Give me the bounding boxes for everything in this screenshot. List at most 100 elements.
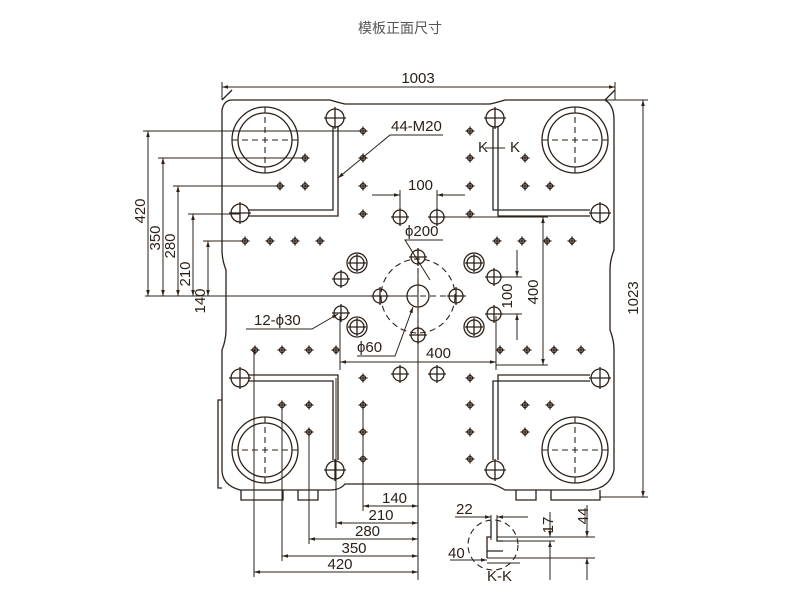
- slot-end-hole: [324, 107, 346, 129]
- label-phi60: ϕ60: [357, 339, 382, 356]
- m20-hole: [517, 236, 527, 246]
- m20-hole-cross: [465, 373, 475, 383]
- m20-hole: [465, 126, 475, 136]
- platen-outline: [221, 99, 615, 491]
- m20-hole: [290, 236, 300, 246]
- m20-hole-cross: [576, 345, 586, 355]
- m20-hole-cross: [520, 181, 530, 191]
- section-mark-k-right: K: [510, 139, 520, 156]
- locating-hole-outer: [463, 316, 485, 338]
- dim-100-vertical: 100: [499, 283, 516, 308]
- m20-hole: [465, 181, 475, 191]
- dim-400-horizontal: 400: [426, 345, 451, 362]
- m20-hole: [542, 236, 552, 246]
- m20-hole-cross: [465, 454, 475, 464]
- m20-hole-cross: [465, 400, 475, 410]
- m20-hole: [265, 236, 275, 246]
- m20-hole: [358, 209, 368, 219]
- m20-hole-cross: [331, 345, 341, 355]
- slot-end-hole: [229, 367, 251, 389]
- m20-hole-cross: [465, 153, 475, 163]
- phi30-hole: [391, 365, 409, 383]
- phi30-hole-cross: [391, 365, 409, 383]
- locating-hole-outer: [463, 252, 485, 274]
- m20-hole: [465, 454, 475, 464]
- m20-hole-cross: [492, 236, 502, 246]
- slot-end-hole-cross: [324, 459, 346, 481]
- section-detail-k-k: [450, 505, 595, 580]
- m20-hole-cross: [465, 181, 475, 191]
- phi30-hole-cross: [332, 304, 350, 322]
- m20-hole-cross: [545, 181, 555, 191]
- tie-bar-hole: [231, 106, 299, 174]
- m20-hole-cross: [358, 209, 368, 219]
- label-44-m20: 44-M20: [391, 118, 442, 135]
- locating-hole-cross: [348, 318, 366, 336]
- locating-hole-outer: [346, 252, 368, 274]
- dim-1003: 1003: [401, 70, 434, 87]
- platen-feet: [217, 399, 601, 501]
- locating-hole: [465, 254, 483, 272]
- dim-bottom-420: 420: [327, 556, 352, 573]
- locating-hole-cross: [465, 318, 483, 336]
- locating-hole: [465, 318, 483, 336]
- m20-hole: [358, 373, 368, 383]
- tie-bar-centerline: [542, 107, 608, 173]
- slot-end-hole-cross: [229, 202, 251, 224]
- platen-corner-lugs: [221, 89, 616, 101]
- m20-hole: [300, 181, 310, 191]
- m20-hole: [304, 345, 314, 355]
- dim-400-vertical: 400: [525, 279, 542, 304]
- m20-hole-cross: [465, 126, 475, 136]
- m20-hole: [250, 345, 260, 355]
- m20-hole-cross: [517, 236, 527, 246]
- slot-end-hole: [589, 367, 611, 389]
- locating-hole-outer: [346, 316, 368, 338]
- m20-hole-cross: [290, 236, 300, 246]
- m20-hole-cross: [358, 373, 368, 383]
- leader-phi60: [357, 306, 414, 357]
- m20-thread-holes: [240, 126, 586, 464]
- m20-hole-cross: [520, 153, 530, 163]
- dim-40: 40: [448, 545, 465, 562]
- dim-extension: [221, 82, 616, 100]
- m20-hole: [358, 153, 368, 163]
- dim-left-420: 420: [132, 198, 149, 223]
- phi30-hole: [428, 365, 446, 383]
- m20-hole-cross: [567, 236, 577, 246]
- slot-end-hole: [324, 459, 346, 481]
- tie-bar-centerline: [232, 417, 298, 483]
- tie-bar-hole: [541, 416, 609, 484]
- m20-hole: [277, 345, 287, 355]
- m20-hole-cross: [520, 400, 530, 410]
- label-12-phi30: 12-ϕ30: [254, 312, 301, 329]
- slot-end-hole-cross: [324, 107, 346, 129]
- t-slots: [248, 127, 590, 460]
- tie-bar-hole: [231, 416, 299, 484]
- label-pcd: ϕ200: [405, 223, 438, 240]
- leader-pcd: [404, 239, 443, 281]
- m20-hole: [358, 181, 368, 191]
- slot-end-hole: [484, 107, 506, 129]
- m20-hole: [520, 181, 530, 191]
- m20-hole-cross: [549, 345, 559, 355]
- m20-hole: [520, 153, 530, 163]
- m20-hole-cross: [250, 345, 260, 355]
- slot-end-hole-cross: [229, 367, 251, 389]
- m20-hole: [520, 400, 530, 410]
- dim-100-top: 100: [408, 177, 433, 194]
- dim-left-350: 350: [147, 225, 164, 250]
- slot-end-hole-cross: [484, 459, 506, 481]
- m20-hole: [495, 345, 505, 355]
- m20-hole-cross: [542, 236, 552, 246]
- m20-hole-cross: [358, 153, 368, 163]
- m20-hole-cross: [304, 400, 314, 410]
- m20-hole: [545, 400, 555, 410]
- m20-hole-cross: [277, 345, 287, 355]
- section-mark-k-left: K: [478, 139, 488, 156]
- m20-hole-cross: [520, 427, 530, 437]
- m20-hole-cross: [304, 345, 314, 355]
- dim-44: 44: [575, 508, 592, 525]
